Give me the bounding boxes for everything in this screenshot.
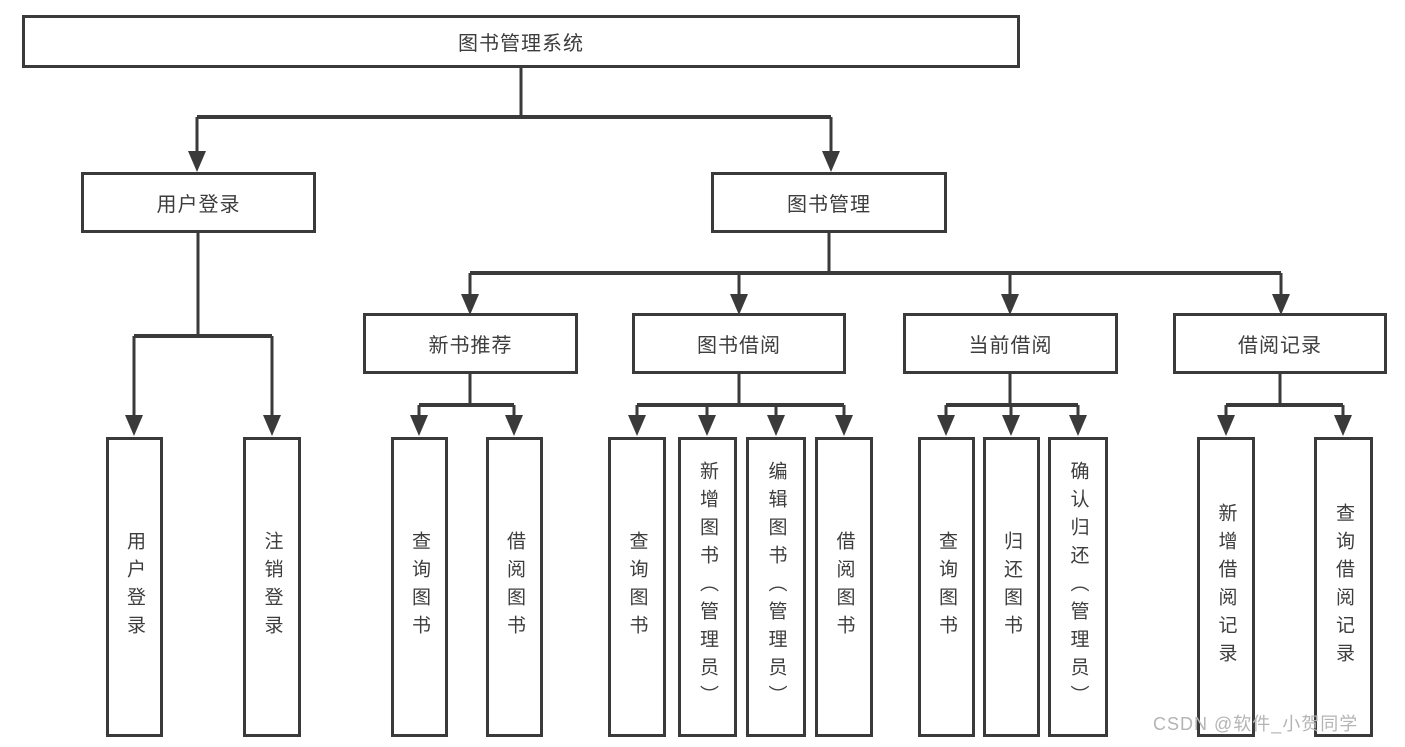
arrow-icon	[1272, 294, 1290, 315]
leaf-query-borrow-record: 查询借阅记录	[1314, 437, 1373, 737]
leaf-borrow-books-borrowing: 借阅图书	[815, 437, 873, 737]
arrow-icon	[835, 415, 853, 436]
arrow-icon	[410, 415, 428, 436]
arrow-icon	[822, 151, 840, 172]
arrow-icon	[767, 415, 785, 436]
node-root: 图书管理系统	[22, 15, 1020, 68]
leaf-user-login: 用户登录	[106, 437, 163, 737]
leaf-borrow-books-recommend: 借阅图书	[486, 437, 543, 737]
arrow-icon	[937, 415, 955, 436]
leaf-add-borrow-record: 新增借阅记录	[1197, 437, 1255, 737]
csdn-watermark: CSDN @软件_小贺同学	[1153, 714, 1359, 734]
leaf-return-books: 归还图书	[983, 437, 1040, 737]
arrow-icon	[505, 415, 523, 436]
arrow-icon	[125, 415, 143, 436]
arrow-icon	[1334, 415, 1352, 436]
section-borrowing-records: 借阅记录	[1173, 313, 1387, 374]
leaf-confirm-return-admin: 确认归还（管理员）	[1048, 437, 1108, 737]
leaf-query-books-current: 查询图书	[918, 437, 975, 737]
leaf-edit-book-admin: 编辑图书（管理员）	[746, 437, 806, 737]
arrow-icon	[730, 294, 748, 315]
arrow-icon	[1002, 415, 1020, 436]
leaf-logout: 注销登录	[243, 437, 301, 737]
arrow-icon	[698, 415, 716, 436]
leaf-add-book-admin: 新增图书（管理员）	[678, 437, 737, 737]
arrow-icon	[1001, 294, 1019, 315]
arrow-icon	[628, 415, 646, 436]
arrow-icon	[461, 294, 479, 315]
leaf-query-books-borrowing: 查询图书	[608, 437, 666, 737]
section-book-borrowing: 图书借阅	[632, 313, 846, 374]
section-new-book-recommend: 新书推荐	[363, 313, 578, 374]
arrow-icon	[263, 415, 281, 436]
branch-book-management: 图书管理	[711, 172, 947, 233]
leaf-query-books-recommend: 查询图书	[391, 437, 448, 737]
arrow-icon	[1217, 415, 1235, 436]
arrow-icon	[188, 151, 206, 172]
arrow-icon	[1069, 415, 1087, 436]
section-current-borrowing: 当前借阅	[903, 313, 1118, 374]
branch-user-login: 用户登录	[81, 172, 316, 233]
